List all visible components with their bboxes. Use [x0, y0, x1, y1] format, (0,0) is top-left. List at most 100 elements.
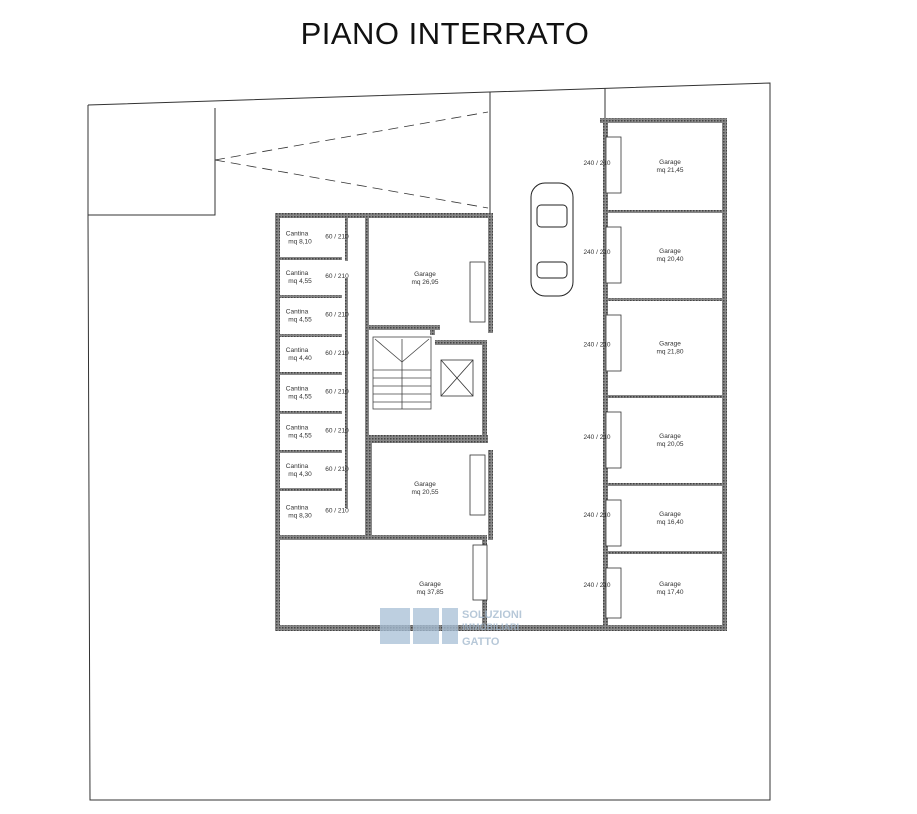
- wall: [605, 298, 725, 301]
- wall: [275, 213, 280, 630]
- garage-door[interactable]: [469, 454, 486, 516]
- garage-area: mq 16,40: [656, 519, 683, 526]
- wall: [280, 535, 485, 540]
- cantina-name: Cantina: [286, 309, 309, 316]
- wall: [280, 450, 342, 453]
- cantina-door-dimension: 60 / 210: [325, 273, 349, 280]
- garage-name: Garage: [659, 511, 681, 518]
- cantina-area: mq 4,55: [288, 433, 312, 440]
- garage-name: Garage: [414, 481, 436, 488]
- garage-area: mq 26,95: [411, 279, 438, 286]
- watermark-line1: SOLUZIONI: [462, 609, 522, 621]
- stairs: [372, 336, 432, 410]
- cantina-area: mq 4,40: [288, 355, 312, 362]
- wall: [430, 325, 435, 335]
- walls: [275, 118, 727, 631]
- garage-door[interactable]: [469, 261, 486, 323]
- cantina-name: Cantina: [286, 270, 309, 277]
- door-dimension: 240 / 210: [583, 582, 610, 589]
- garage-door[interactable]: [605, 314, 622, 372]
- garage-name: Garage: [414, 271, 436, 278]
- garage-door[interactable]: [472, 544, 488, 601]
- wall: [605, 395, 725, 398]
- cantina-name: Cantina: [286, 425, 309, 432]
- cantina-door-dimension: 60 / 210: [325, 350, 349, 357]
- garage-area: mq 21,80: [656, 349, 683, 356]
- wall: [600, 118, 727, 123]
- cantina-door-dimension: 60 / 210: [325, 312, 349, 319]
- garage-area: mq 20,55: [411, 489, 438, 496]
- garage-area: mq 20,40: [656, 256, 683, 263]
- wall: [488, 450, 493, 540]
- wall: [365, 325, 440, 330]
- wall: [365, 213, 369, 535]
- wall: [368, 435, 488, 443]
- wall: [280, 488, 342, 491]
- wall: [603, 118, 608, 625]
- plan-title: PIANO INTERRATO: [300, 16, 590, 51]
- wall: [280, 372, 342, 375]
- garage-name: Garage: [659, 341, 681, 348]
- cantina-area: mq 4,55: [288, 278, 312, 285]
- cantina-area: mq 8,30: [288, 513, 312, 520]
- garage-door[interactable]: [605, 499, 622, 547]
- wall: [345, 213, 348, 261]
- garage-area: mq 21,45: [656, 167, 683, 174]
- cantina-name: Cantina: [286, 505, 309, 512]
- cantina-name: Cantina: [286, 347, 309, 354]
- garage-area: mq 17,40: [656, 589, 683, 596]
- door-dimension: 240 / 210: [583, 342, 610, 349]
- wall: [605, 210, 725, 213]
- garage-area: mq 37,85: [416, 589, 443, 596]
- wall: [482, 340, 487, 435]
- ramp-arrow: [214, 111, 489, 209]
- garage-door[interactable]: [605, 136, 622, 194]
- site-boundary: [87, 82, 771, 801]
- cantina-door-dimension: 60 / 210: [325, 234, 349, 241]
- cantina-area: mq 8,10: [288, 239, 312, 246]
- wall: [275, 625, 727, 631]
- watermark-line3: GATTO: [462, 636, 500, 648]
- cantina-door-dimension: 60 / 210: [325, 428, 349, 435]
- door-dimension: 240 / 210: [583, 512, 610, 519]
- garage-name: Garage: [659, 159, 681, 166]
- car-icon: [530, 182, 574, 297]
- cantina-area: mq 4,55: [288, 317, 312, 324]
- cantina-name: Cantina: [286, 386, 309, 393]
- wall: [488, 213, 493, 333]
- door-dimension: 240 / 210: [583, 160, 610, 167]
- wall: [722, 118, 727, 630]
- wall: [605, 551, 725, 554]
- garage-name: Garage: [659, 433, 681, 440]
- cantina-door-dimension: 60 / 210: [325, 466, 349, 473]
- elevator: [440, 359, 474, 397]
- cantina-name: Cantina: [286, 463, 309, 470]
- garage-area: mq 20,05: [656, 441, 683, 448]
- garage-door[interactable]: [605, 226, 622, 284]
- wall: [280, 334, 342, 337]
- door-dimension: 240 / 210: [583, 434, 610, 441]
- garage-doors: [469, 136, 622, 619]
- wall: [369, 440, 372, 535]
- garage-name: Garage: [419, 581, 441, 588]
- wall: [280, 411, 342, 414]
- wall: [605, 483, 725, 486]
- wall: [280, 257, 342, 260]
- cantina-area: mq 4,55: [288, 394, 312, 401]
- watermark-line2: IMMOBILIARI: [462, 622, 519, 632]
- wall: [435, 340, 485, 345]
- wall: [275, 213, 492, 218]
- cantina-door-dimension: 60 / 210: [325, 389, 349, 396]
- wall: [280, 295, 342, 298]
- watermark-logo: SOLUZIONI IMMOBILIARI GATTO: [380, 608, 522, 648]
- garage-door[interactable]: [605, 411, 622, 469]
- cantina-name: Cantina: [286, 231, 309, 238]
- garage-name: Garage: [659, 248, 681, 255]
- cantina-area: mq 4,30: [288, 471, 312, 478]
- garage-door[interactable]: [605, 567, 622, 619]
- garage-name: Garage: [659, 581, 681, 588]
- cantina-door-dimension: 60 / 210: [325, 508, 349, 515]
- door-dimension: 240 / 210: [583, 249, 610, 256]
- wall: [345, 278, 348, 508]
